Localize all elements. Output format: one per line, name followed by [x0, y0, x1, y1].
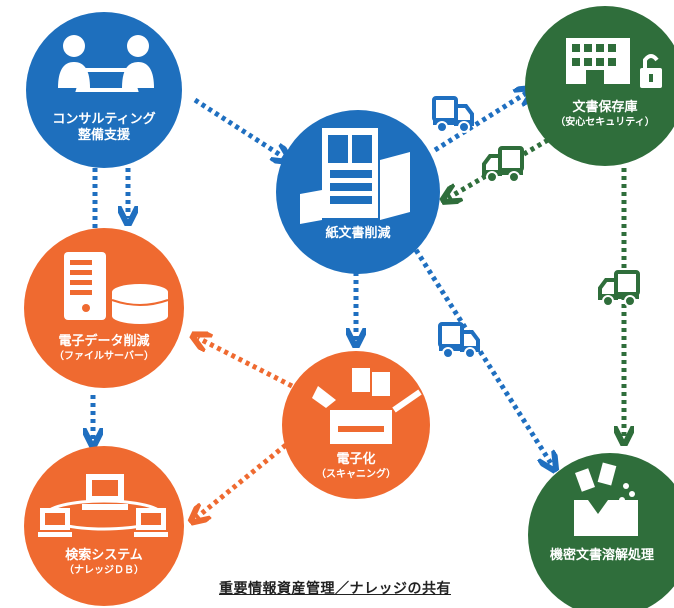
- scan-title: 電子化: [336, 452, 376, 467]
- disposal-title: 機密文書溶解処理: [549, 548, 654, 563]
- search-label: 検索システム （ナレッジＤＢ）: [24, 548, 184, 577]
- paper-title: 紙文書削減: [325, 226, 391, 241]
- warehouse-lock-icon: [566, 38, 662, 88]
- scanner-icon: [312, 368, 422, 444]
- shredding-box-icon: [574, 462, 638, 536]
- diagram-caption: 重要情報資産管理／ナレッジの共有: [219, 581, 451, 597]
- storage-label: 文書保存庫 （安心セキュリティ）: [528, 100, 674, 129]
- truck-icon: [482, 146, 524, 183]
- server-database-icon: [64, 252, 169, 324]
- digital-subtitle: （ファイルサーバー）: [54, 351, 154, 362]
- arrow-paper-to-disposal: [413, 248, 552, 465]
- arrow-scan-to-search: [196, 438, 294, 518]
- arrow-scan-to-digital: [198, 338, 294, 389]
- scan-label: 電子化 （スキャニング）: [282, 452, 430, 481]
- paper-label: 紙文書削減: [278, 226, 438, 242]
- consulting-subtitle: 整備支援: [77, 128, 130, 143]
- digital-title: 電子データ削減: [58, 334, 150, 349]
- arrow-consulting-to-paper: [193, 97, 285, 158]
- consulting-title: コンサルティング: [52, 112, 156, 127]
- truck-icon: [432, 96, 474, 133]
- disposal-label: 機密文書溶解処理: [530, 548, 674, 564]
- truck-icon: [438, 322, 480, 359]
- storage-circle: [525, 6, 674, 166]
- scan-subtitle: （スキャニング）: [316, 469, 396, 480]
- connectors: [93, 92, 624, 518]
- digital-label: 電子データ削減 （ファイルサーバー）: [24, 334, 184, 363]
- search-circle: [24, 446, 184, 606]
- consulting-label: コンサルティング 整備支援: [26, 112, 182, 144]
- search-subtitle: （ナレッジＤＢ）: [64, 565, 144, 576]
- search-title: 検索システム: [65, 548, 143, 563]
- network-computers-icon: [38, 474, 168, 537]
- truck-icon: [598, 270, 640, 307]
- people-meeting-icon: [58, 35, 154, 92]
- storage-subtitle: （安心セキュリティ）: [555, 117, 655, 128]
- storage-title: 文書保存庫: [572, 100, 638, 115]
- arrow-paper-to-storage: [433, 92, 528, 153]
- filing-cabinet-icon: [300, 128, 410, 224]
